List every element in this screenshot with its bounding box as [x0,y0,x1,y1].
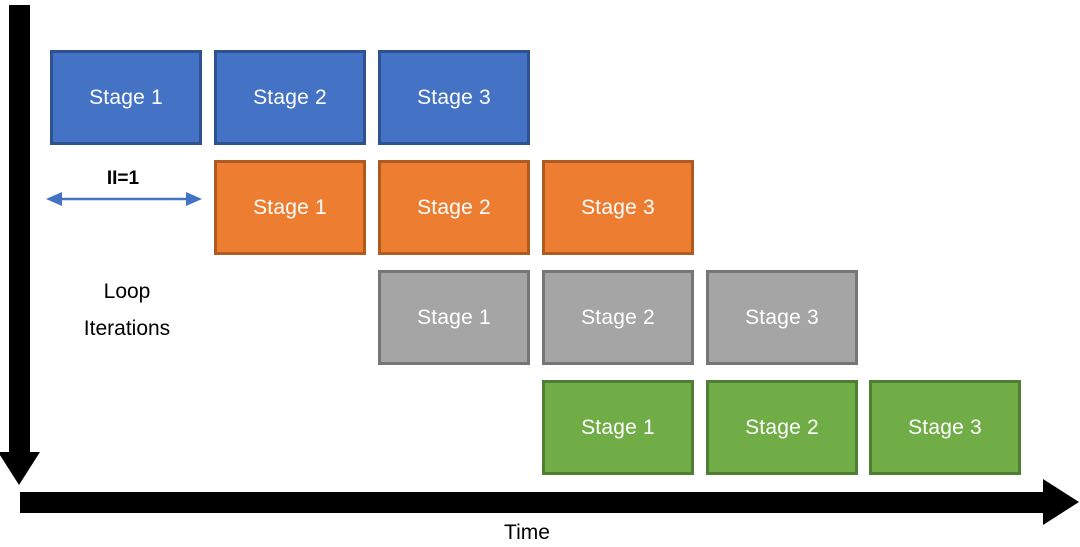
stage-box-label: Stage 2 [253,86,327,109]
stage-box-label: Stage 3 [908,416,982,439]
stage-box-iteration2-stage2[interactable]: Stage 2 [378,160,530,255]
loop-iterations-label-line2: Iterations [83,317,171,340]
loop-iterations-label-line1: Loop [103,280,151,303]
stage-box-iteration4-stage1[interactable]: Stage 1 [542,380,694,475]
stage-box-iteration4-stage3[interactable]: Stage 3 [869,380,1021,475]
down-arrow-icon [0,452,40,485]
stage-box-iteration2-stage3[interactable]: Stage 3 [542,160,694,255]
stage-box-iteration3-stage3[interactable]: Stage 3 [706,270,858,365]
stage-box-label: Stage 2 [581,306,655,329]
stage-box-iteration1-stage2[interactable]: Stage 2 [214,50,366,145]
stage-box-label: Stage 1 [253,196,327,219]
stage-box-iteration3-stage2[interactable]: Stage 2 [542,270,694,365]
stage-box-iteration3-stage1[interactable]: Stage 1 [378,270,530,365]
stage-box-label: Stage 3 [581,196,655,219]
stage-box-label: Stage 2 [745,416,819,439]
time-axis-label: Time [504,521,550,544]
initiation-interval-label: II=1 [106,168,140,189]
stage-box-iteration1-stage3[interactable]: Stage 3 [378,50,530,145]
vertical-axis-shaft [9,5,30,457]
stage-box-label: Stage 1 [417,306,491,329]
double-headed-arrow-icon [46,192,202,206]
stage-box-iteration4-stage2[interactable]: Stage 2 [706,380,858,475]
horizontal-axis-shaft [20,492,1044,513]
stage-box-iteration2-stage1[interactable]: Stage 1 [214,160,366,255]
right-arrow-icon [1043,479,1079,525]
stage-box-label: Stage 1 [581,416,655,439]
stage-box-iteration1-stage1[interactable]: Stage 1 [50,50,202,145]
stage-box-label: Stage 3 [417,86,491,109]
stage-box-label: Stage 3 [745,306,819,329]
stage-box-label: Stage 2 [417,196,491,219]
stage-box-label: Stage 1 [89,86,163,109]
